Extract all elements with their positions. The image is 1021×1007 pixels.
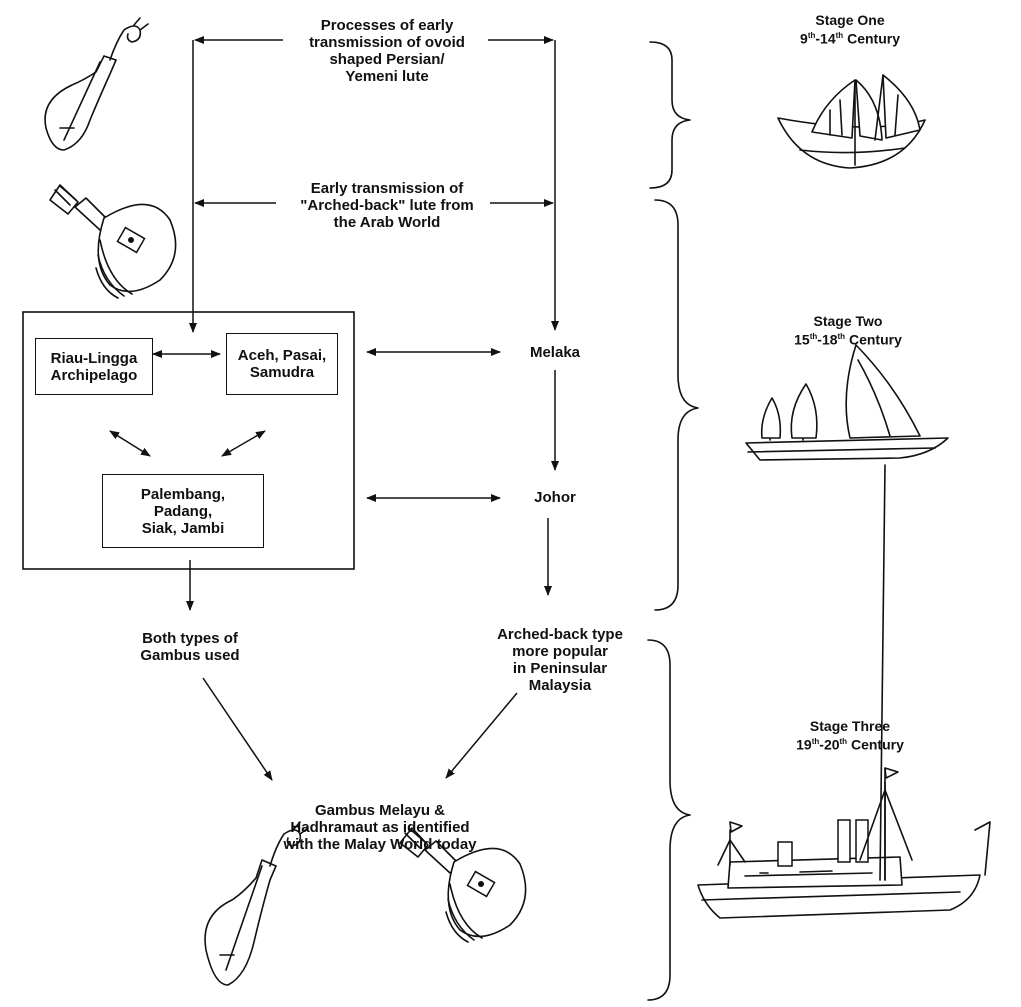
- ovoid-lute-icon-bottom: [204, 821, 309, 986]
- stage-three-brace: [647, 639, 691, 1001]
- stage-one-label: Stage One 9th-14th Century: [750, 12, 950, 47]
- result-label: Gambus Melayu & Hadhramaut as identified…: [283, 802, 477, 853]
- ovoid-lute-icon-top: [44, 17, 149, 151]
- riau-palembang-arrow: [109, 430, 151, 457]
- arched-transmission-label: Early transmission of "Arched-back" lute…: [300, 180, 474, 231]
- stage-two-title: Stage Two: [813, 313, 883, 329]
- arched-back-lute-icon-top: [49, 184, 177, 299]
- stage-one-period: 9th-14th Century: [800, 30, 900, 47]
- steamship-icon: [697, 464, 991, 919]
- melaka-label: Melaka: [529, 344, 581, 361]
- stage-one-brace: [649, 41, 691, 189]
- both-result-arrow: [202, 677, 273, 781]
- three-sail-ship-icon: [745, 344, 949, 461]
- arched-popular-label: Arched-back type more popular in Peninsu…: [497, 626, 623, 694]
- stage-three-label: Stage Three 19th-20th Century: [750, 718, 950, 753]
- palembang-box: Palembang, Padang, Siak, Jambi: [102, 474, 264, 548]
- arched-result-arrow: [445, 692, 518, 779]
- riau-lingga-box: Riau-Lingga Archipelago: [35, 338, 153, 395]
- stage-three-title: Stage Three: [809, 718, 891, 734]
- aceh-palembang-arrow: [221, 430, 266, 457]
- both-types-label: Both types of Gambus used: [140, 630, 240, 664]
- stage-three-period: 19th-20th Century: [796, 736, 904, 753]
- stage-two-label: Stage Two 15th-18th Century: [748, 313, 948, 348]
- stage-one-title: Stage One: [815, 12, 885, 28]
- top-process-label: Processes of early transmission of ovoid…: [309, 17, 465, 85]
- stage-two-period: 15th-18th Century: [794, 331, 902, 348]
- stage-two-brace: [654, 199, 699, 611]
- aceh-pasai-box: Aceh, Pasai, Samudra: [226, 333, 338, 395]
- johor-label: Johor: [534, 489, 576, 506]
- region-frame: [22, 311, 355, 570]
- arched-back-lute-icon-bottom: [399, 827, 527, 943]
- dhow-two-sail-icon: [777, 74, 926, 169]
